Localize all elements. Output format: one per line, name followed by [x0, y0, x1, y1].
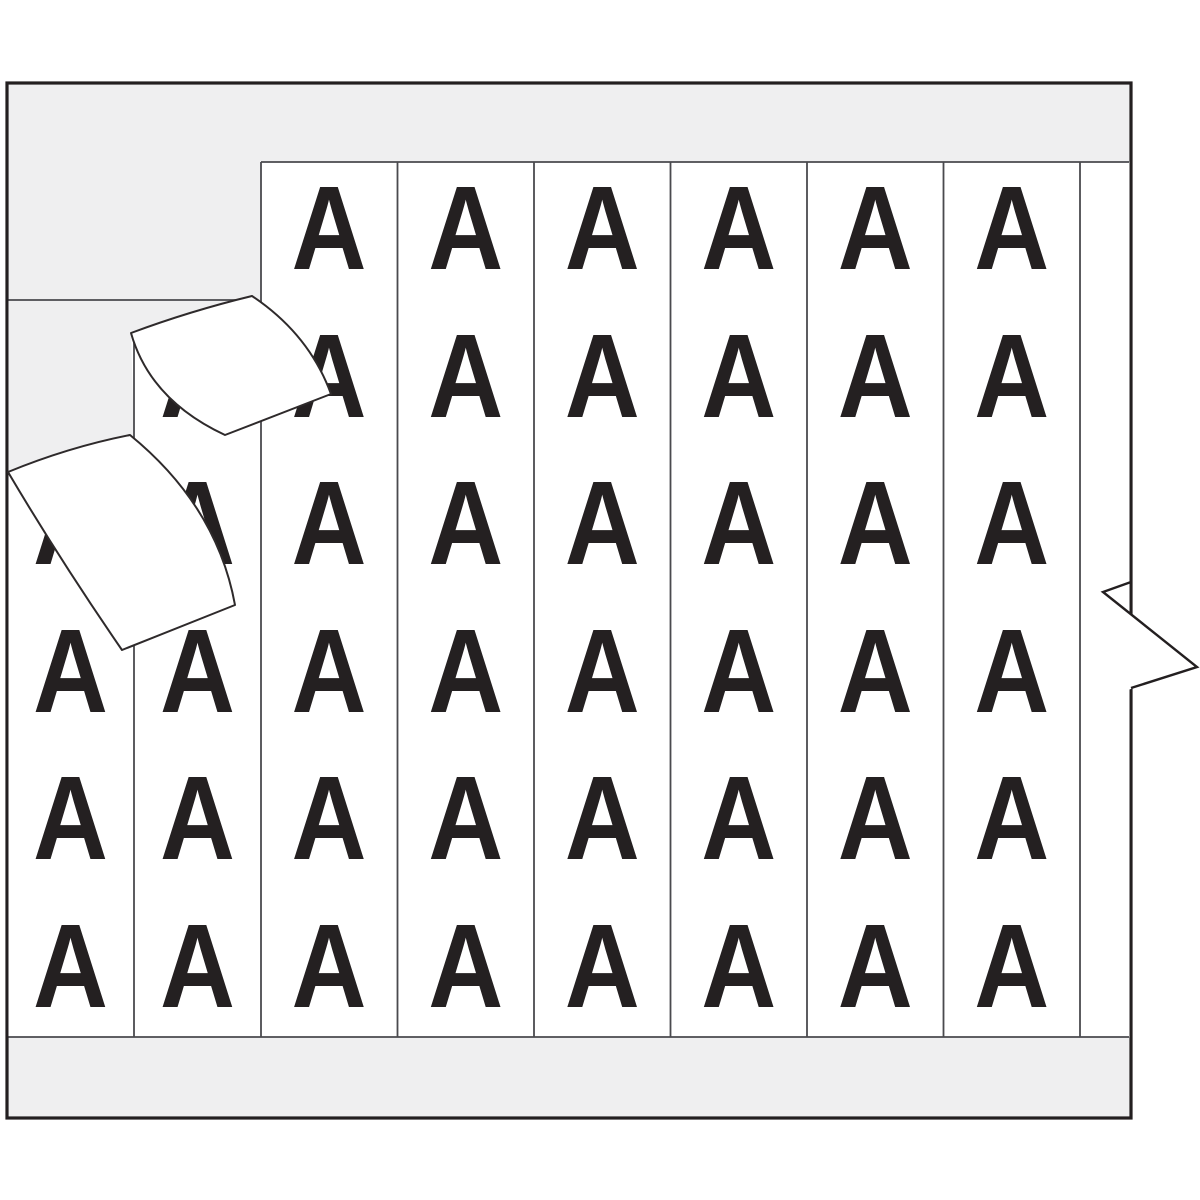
marker-letter: A: [701, 162, 776, 295]
marker-letter: A: [701, 310, 776, 443]
marker-letter: A: [292, 752, 367, 885]
marker-letter: A: [292, 457, 367, 590]
marker-letter: A: [428, 752, 503, 885]
marker-letter: A: [428, 457, 503, 590]
marker-letter: A: [701, 457, 776, 590]
marker-letter: A: [33, 605, 108, 738]
marker-letter: A: [428, 900, 503, 1033]
marker-letter: A: [565, 605, 640, 738]
marker-letter: A: [33, 900, 108, 1033]
marker-letter: A: [974, 162, 1049, 295]
label-field-main: [261, 162, 1130, 1037]
pull-tab-fill: [1103, 580, 1197, 690]
marker-letter: A: [838, 457, 913, 590]
marker-letter: A: [974, 900, 1049, 1033]
marker-letter: A: [33, 752, 108, 885]
marker-letter: A: [292, 162, 367, 295]
marker-letter: A: [565, 752, 640, 885]
marker-letter: A: [428, 605, 503, 738]
marker-letter: A: [160, 752, 235, 885]
marker-letter: A: [974, 457, 1049, 590]
marker-letter: A: [701, 752, 776, 885]
marker-letter: A: [974, 310, 1049, 443]
marker-letter: A: [974, 752, 1049, 885]
marker-letter: A: [565, 900, 640, 1033]
marker-letter: A: [565, 310, 640, 443]
marker-letter: A: [428, 162, 503, 295]
marker-letter: A: [565, 162, 640, 295]
marker-letter: A: [974, 605, 1049, 738]
marker-letter: A: [565, 457, 640, 590]
revealed-backing-patch: [8, 300, 258, 474]
marker-letter: A: [292, 900, 367, 1033]
marker-letter: A: [838, 605, 913, 738]
peeled-label-2: [7, 434, 236, 651]
marker-letter: A: [838, 900, 913, 1033]
marker-letter: A: [838, 752, 913, 885]
marker-letter: A: [701, 605, 776, 738]
marker-letter: A: [838, 310, 913, 443]
pull-tab-outline: [1100, 580, 1200, 690]
marker-letter: A: [292, 605, 367, 738]
marker-letter: A: [160, 900, 235, 1033]
peeled-label-1: [130, 295, 332, 436]
marker-letter: A: [428, 310, 503, 443]
marker-letter: A: [838, 162, 913, 295]
marker-letter: A: [701, 900, 776, 1033]
